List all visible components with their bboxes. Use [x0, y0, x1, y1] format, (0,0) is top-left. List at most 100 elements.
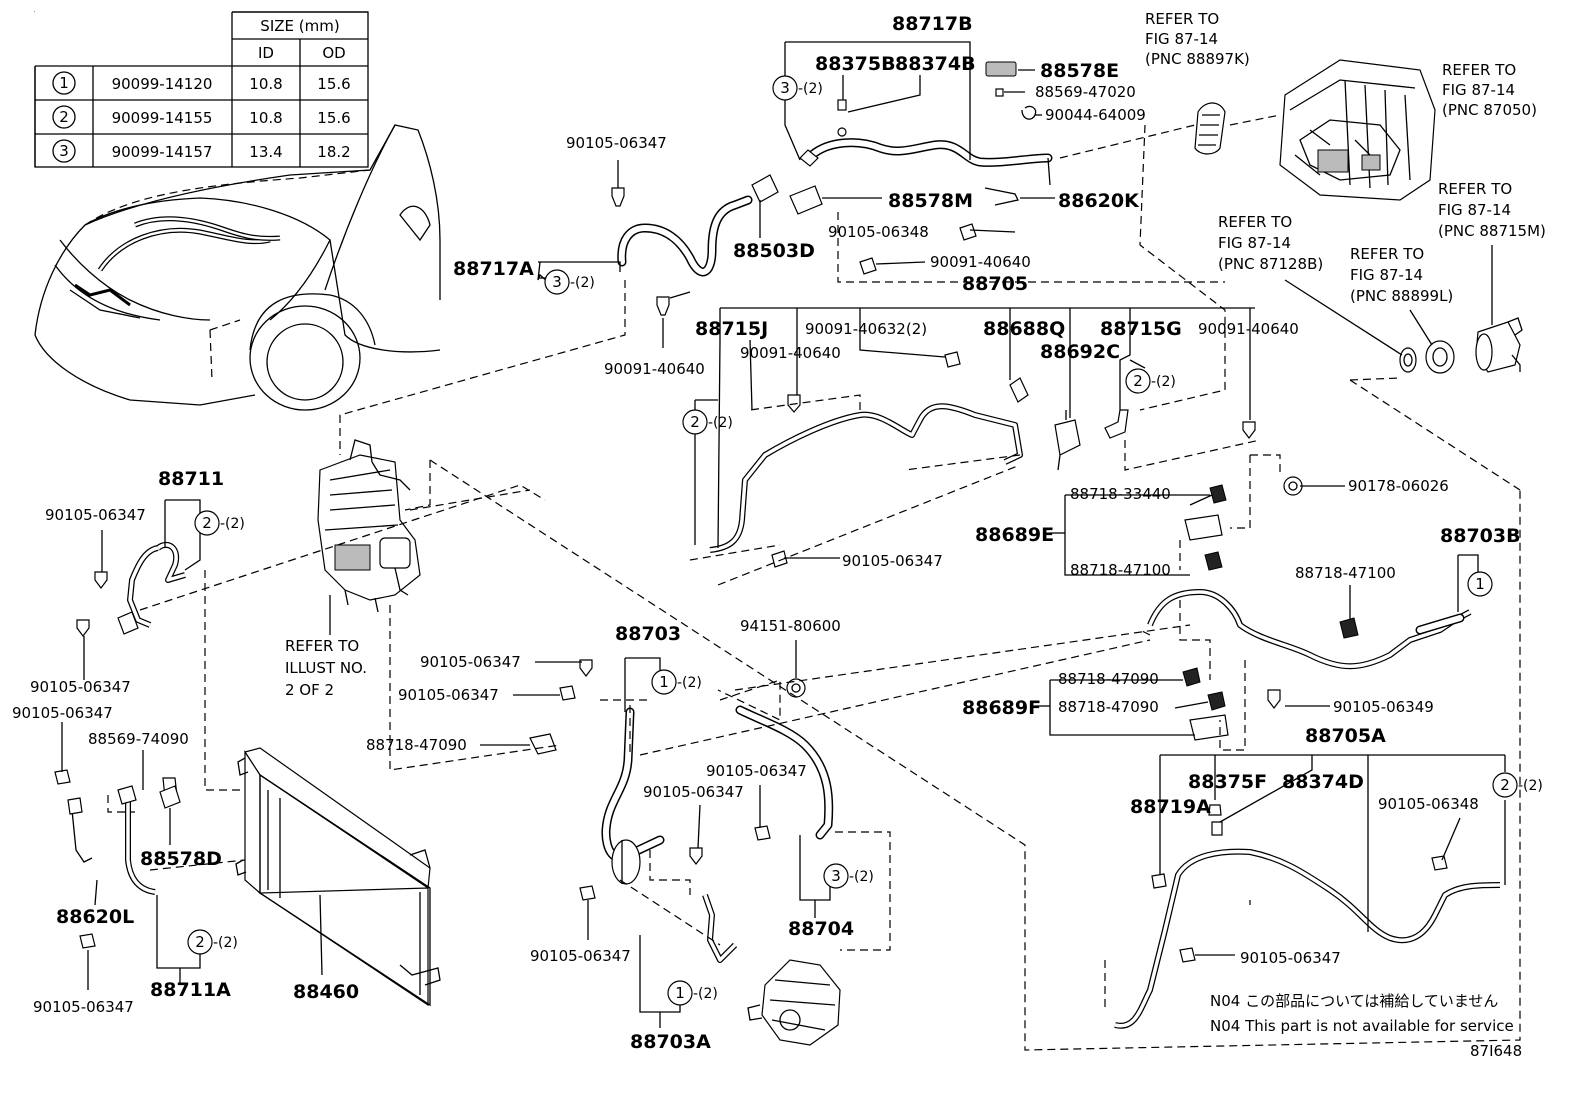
- label-88578M: 88578M: [888, 190, 973, 212]
- row-part: 90099-14120: [112, 75, 213, 93]
- label-90105-06347: 90105-06347: [398, 686, 499, 704]
- tube-88711: [117, 541, 186, 635]
- label-90105-06347: 90105-06347: [33, 998, 134, 1016]
- label-88719A: 88719A: [1130, 796, 1211, 818]
- tube-88717A: [617, 174, 779, 277]
- refer-line: FIG 87-14: [1438, 201, 1511, 219]
- svg-text:2: 2: [1133, 372, 1143, 390]
- label-88620L: 88620L: [56, 906, 134, 928]
- label-88718-47090: 88718-47090: [1058, 698, 1159, 716]
- row-id: 10.8: [249, 109, 282, 127]
- refer-line: (PNC 87128B): [1218, 255, 1323, 273]
- hose-size-markers: 3 3 2 2 2 1 1 3 2 2 1 -(2) -(2) -(2) -(2…: [187, 75, 1543, 1006]
- label-88374D: 88374D: [1282, 771, 1364, 793]
- refer-notes: REFER TO FIG 87-14 (PNC 88897K) REFER TO…: [285, 10, 1546, 699]
- label-88711: 88711: [158, 468, 224, 490]
- condenser: [235, 747, 441, 1007]
- qty-label: -(2): [1151, 374, 1176, 390]
- row-id: 10.8: [249, 75, 282, 93]
- refer-line: FIG 87-14: [1350, 266, 1423, 284]
- row-mark: 2: [59, 108, 69, 126]
- label-90105-06347: 90105-06347: [643, 783, 744, 801]
- qty-label: -(2): [849, 869, 874, 885]
- label-90091-40640: 90091-40640: [1198, 320, 1299, 338]
- hardware-labels: 88569-47020 90044-64009 90105-06347 9010…: [12, 83, 1479, 1016]
- svg-text:3: 3: [780, 79, 790, 97]
- tube-88705A: [1114, 848, 1501, 1029]
- label-88375F: 88375F: [1188, 771, 1267, 793]
- label-88375B: 88375B: [815, 53, 896, 75]
- svg-text:1: 1: [1475, 575, 1485, 593]
- label-88688Q: 88688Q: [983, 318, 1065, 340]
- qty-label: -(2): [677, 675, 702, 691]
- svg-text:1: 1: [675, 984, 685, 1002]
- label-90105-06347: 90105-06347: [842, 552, 943, 570]
- refer-line: FIG 87-14: [1442, 81, 1515, 99]
- row-mark: 3: [59, 142, 69, 160]
- size-table-row: 1 90099-14120 10.8 15.6: [52, 71, 351, 95]
- tube-88717B: [799, 99, 1053, 186]
- label-90105-06349: 90105-06349: [1333, 698, 1434, 716]
- label-90105-06348: 90105-06348: [1378, 795, 1479, 813]
- size-table-col-od: OD: [322, 44, 345, 62]
- row-od: 18.2: [317, 143, 350, 161]
- label-90105-06347: 90105-06347: [706, 762, 807, 780]
- label-88703B: 88703B: [1440, 525, 1521, 547]
- refer-line: (PNC 88897K): [1145, 50, 1250, 68]
- svg-text:1: 1: [659, 673, 669, 691]
- size-table-row: 2 90099-14155 10.8 15.6: [52, 105, 351, 129]
- row-od: 15.6: [317, 109, 350, 127]
- dashed-leaders: [107, 114, 1521, 1051]
- label-90091-40640: 90091-40640: [604, 360, 705, 378]
- label-88718-33440: 88718-33440: [1070, 485, 1171, 503]
- leader-lines: [61, 41, 1506, 1028]
- label-90091-40632: 90091-40632(2): [805, 320, 927, 338]
- label-90105-06347: 90105-06347: [420, 653, 521, 671]
- refer-line: FIG 87-14: [1145, 30, 1218, 48]
- label-88703A: 88703A: [630, 1031, 711, 1053]
- label-94151-80600: 94151-80600: [740, 617, 841, 635]
- row-part: 90099-14155: [112, 109, 213, 127]
- label-88703: 88703: [615, 623, 681, 645]
- size-table-header: SIZE (mm): [260, 17, 339, 35]
- tube-88703A: [702, 894, 738, 963]
- qty-label: -(2): [708, 415, 733, 431]
- label-88689E: 88689E: [975, 524, 1054, 546]
- refer-line: (PNC 88715M): [1438, 222, 1546, 240]
- label-88578D: 88578D: [140, 848, 222, 870]
- tube-88705: [709, 377, 1129, 553]
- row-id: 13.4: [249, 143, 282, 161]
- label-88718-47090: 88718-47090: [366, 736, 467, 754]
- label-90105-06347: 90105-06347: [530, 947, 631, 965]
- label-90105-06347: 90105-06347: [566, 134, 667, 152]
- label-88569-74090: 88569-74090: [88, 730, 189, 748]
- hvac-unit: [1279, 59, 1436, 201]
- row-od: 15.6: [317, 75, 350, 93]
- refer-line: REFER TO: [1350, 245, 1424, 263]
- size-table-row: 3 90099-14157 13.4 18.2: [52, 139, 351, 163]
- label-90178-06026: 90178-06026: [1348, 477, 1449, 495]
- svg-text:3: 3: [552, 273, 562, 291]
- filter-part: [1194, 102, 1226, 155]
- label-88717B: 88717B: [892, 13, 973, 35]
- expansion-valve-parts: [1399, 317, 1523, 374]
- label-90044-64009: 90044-64009: [1045, 106, 1146, 124]
- label-90105-06348: 90105-06348: [828, 223, 929, 241]
- label-88715G: 88715G: [1100, 318, 1182, 340]
- footer-notes: N04 この部品については補給していません N04 This part is n…: [1210, 992, 1522, 1060]
- label-88715J: 88715J: [695, 318, 768, 340]
- label-88374B: 88374B: [895, 53, 976, 75]
- label-90105-06347: 90105-06347: [12, 704, 113, 722]
- label-88569-47020: 88569-47020: [1035, 83, 1136, 101]
- qty-label: -(2): [1518, 778, 1543, 794]
- refer-line: 2 OF 2: [285, 681, 334, 699]
- label-88711A: 88711A: [150, 979, 231, 1001]
- svg-text:2: 2: [195, 933, 205, 951]
- svg-text:2: 2: [202, 514, 212, 532]
- label-88718-47100: 88718-47100: [1070, 561, 1171, 579]
- refer-line: ILLUST NO.: [285, 659, 367, 677]
- label-88692C: 88692C: [1040, 341, 1120, 363]
- label-88718-47090: 88718-47090: [1058, 670, 1159, 688]
- label-88460: 88460: [293, 981, 359, 1003]
